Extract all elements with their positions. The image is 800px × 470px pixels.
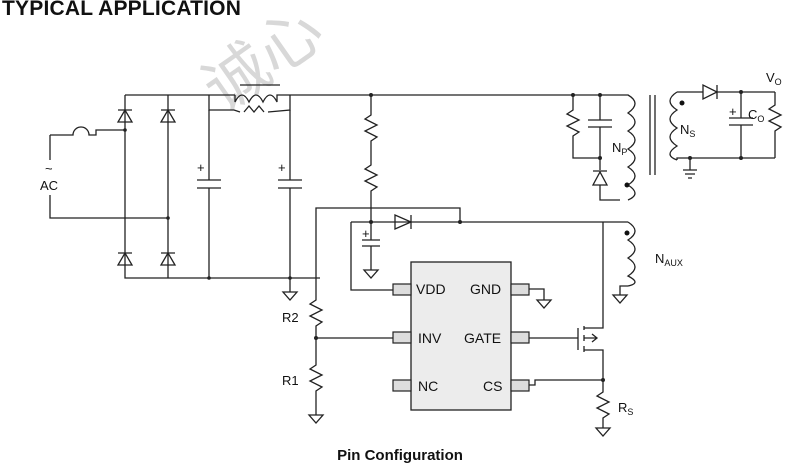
rs-label: RS bbox=[618, 400, 633, 417]
ns-label: NS bbox=[680, 122, 695, 139]
pin-vdd bbox=[392, 283, 412, 296]
ac-source: ~ AC bbox=[40, 126, 125, 219]
watermark: 诚心 bbox=[190, 0, 337, 127]
co-plus: + bbox=[729, 104, 737, 119]
pin-label-inv: INV bbox=[418, 330, 442, 346]
pin-cs bbox=[510, 379, 530, 392]
filter-inductor bbox=[208, 84, 291, 114]
pin-label-vdd: VDD bbox=[416, 281, 446, 297]
ac-label: AC bbox=[40, 178, 58, 193]
pin-gnd bbox=[510, 283, 530, 296]
pin-nc bbox=[392, 379, 412, 392]
pin-label-cs: CS bbox=[483, 378, 502, 394]
vdd-cap-plus: + bbox=[362, 226, 370, 241]
pin-gate bbox=[510, 331, 530, 344]
pin-label-nc: NC bbox=[418, 378, 438, 394]
feedback-divider: R2 R1 bbox=[282, 290, 393, 424]
transformer-primary: NP bbox=[600, 94, 636, 201]
startup-resistors bbox=[363, 93, 379, 222]
pin-label-gnd: GND bbox=[470, 281, 501, 297]
ground-icon bbox=[529, 288, 553, 309]
bulk-capacitors: + + bbox=[197, 110, 302, 280]
transformer-core bbox=[649, 95, 656, 175]
controller-ic: VDD INV NC GND GATE CS bbox=[392, 261, 530, 411]
ac-symbol: ~ bbox=[45, 161, 53, 176]
mosfet bbox=[529, 222, 605, 386]
np-label: NP bbox=[612, 140, 627, 157]
cap1-plus: + bbox=[197, 160, 205, 175]
ground-icon bbox=[281, 278, 299, 301]
vdd-network: + bbox=[315, 207, 603, 291]
watermark-text: 诚心 bbox=[190, 0, 337, 127]
cap2-plus: + bbox=[278, 160, 286, 175]
snubber bbox=[565, 93, 620, 201]
figure-caption: Pin Configuration bbox=[337, 447, 463, 464]
pin-inv bbox=[392, 331, 412, 344]
aux-winding: NAUX bbox=[603, 221, 683, 304]
r1-label: R1 bbox=[282, 373, 299, 388]
page-title: TYPICAL APPLICATION bbox=[2, 0, 242, 20]
transformer-secondary: NS + CO VO bbox=[669, 70, 783, 179]
co-label: CO bbox=[748, 107, 764, 124]
r2-label: R2 bbox=[282, 310, 299, 325]
sense-resistor: RS bbox=[594, 380, 633, 437]
naux-label: NAUX bbox=[655, 251, 683, 268]
vo-label: VO bbox=[766, 70, 782, 87]
pin-label-gate: GATE bbox=[464, 330, 501, 346]
bridge-rectifier bbox=[116, 95, 320, 279]
